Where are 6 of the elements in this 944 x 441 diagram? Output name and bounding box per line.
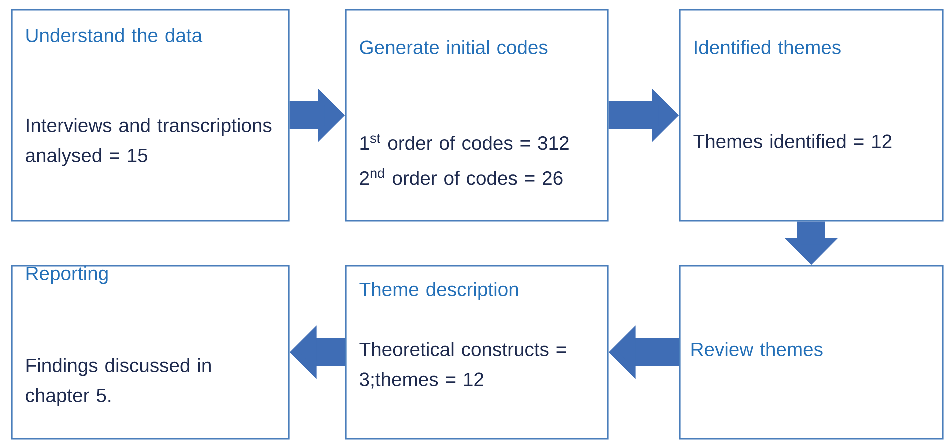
process-box: Review themes xyxy=(679,265,944,440)
process-box: Generate initial codes 1$^{st}$ order of codes = 312 2$^{nd}$ order of codes = 26 xyxy=(345,9,609,222)
process-box: Theme description Theoretical constructs = 3;themes = 12 xyxy=(345,265,609,440)
process-box: Identified themes Themes identified = 12 xyxy=(679,9,944,222)
process-box: Reporting Findings discussed in chapter 5. xyxy=(11,265,290,440)
process-box: Understand the data Interviews and transcriptions analysed = 15 xyxy=(11,9,290,222)
